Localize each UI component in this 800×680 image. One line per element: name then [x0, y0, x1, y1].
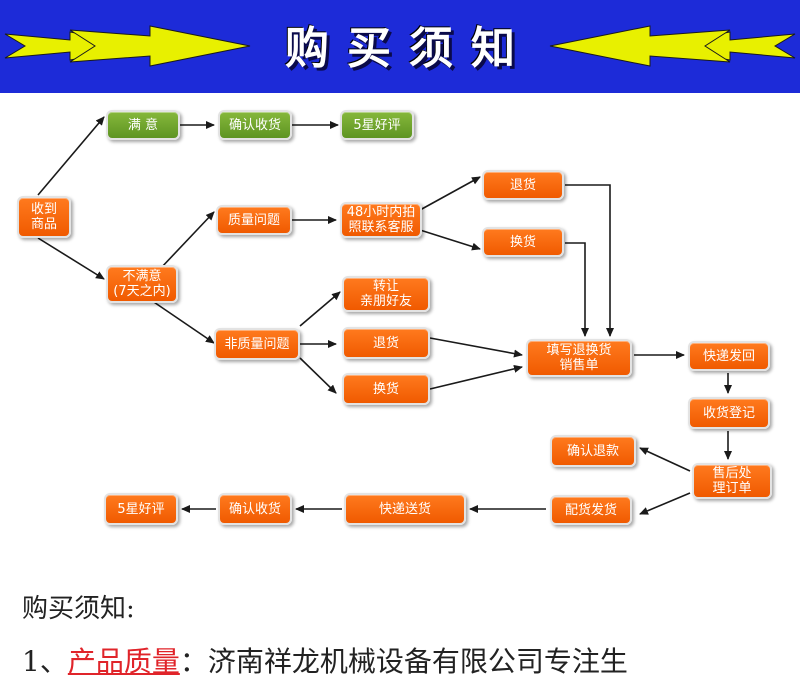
- notice-item-number: 1、: [22, 645, 68, 678]
- confirm-refund-node: 确认退款: [550, 435, 636, 467]
- purchase-flowchart: 收到商品 满 意 确认收货 5星好评 不满意(7天之内) 质量问题 48小时内拍…: [0, 93, 800, 533]
- header-banner: 购买须知: [0, 0, 800, 93]
- non-quality-issue-node: 非质量问题: [214, 328, 300, 360]
- return-mid-node: 退货: [342, 327, 430, 359]
- return-top-node: 退货: [482, 170, 564, 200]
- five-star-top-node: 5星好评: [340, 110, 414, 140]
- notice-item-1: 1、产品质量：济南祥龙机械设备有限公司专注生: [22, 640, 628, 680]
- fill-return-form-node: 填写退换货销售单: [526, 339, 632, 377]
- received-goods-node: 收到商品: [17, 196, 71, 238]
- ship-goods-node: 配货发货: [550, 495, 632, 525]
- express-send-node: 快递送货: [344, 493, 466, 525]
- quality-issue-node: 质量问题: [216, 205, 292, 235]
- notice-item-highlight: 产品质量: [67, 645, 180, 678]
- not-satisfied-node: 不满意(7天之内): [106, 265, 178, 303]
- exchange-top-node: 换货: [482, 227, 564, 257]
- transfer-friends-node: 转让亲朋好友: [342, 276, 430, 312]
- confirm-receipt-top-node: 确认收货: [218, 110, 292, 140]
- receipt-register-node: 收货登记: [688, 397, 770, 429]
- notice-item-text: ：济南祥龙机械设备有限公司专注生: [179, 645, 628, 678]
- banner-title: 购买须知: [285, 23, 533, 74]
- notice-heading: 购买须知:: [22, 594, 135, 624]
- exchange-mid-node: 换货: [342, 373, 430, 405]
- left-arrows-icon: [4, 25, 251, 67]
- flow-connectors: [37, 116, 732, 515]
- satisfied-node: 满 意: [106, 110, 180, 140]
- five-star-bottom-node: 5星好评: [104, 493, 178, 525]
- after-sales-node: 售后处理订单: [692, 463, 772, 499]
- right-arrows-icon: [549, 25, 796, 67]
- express-return-node: 快递发回: [688, 341, 770, 371]
- photo-contact-node: 48小时内拍照联系客服: [340, 202, 422, 238]
- confirm-receipt-bottom-node: 确认收货: [218, 493, 292, 525]
